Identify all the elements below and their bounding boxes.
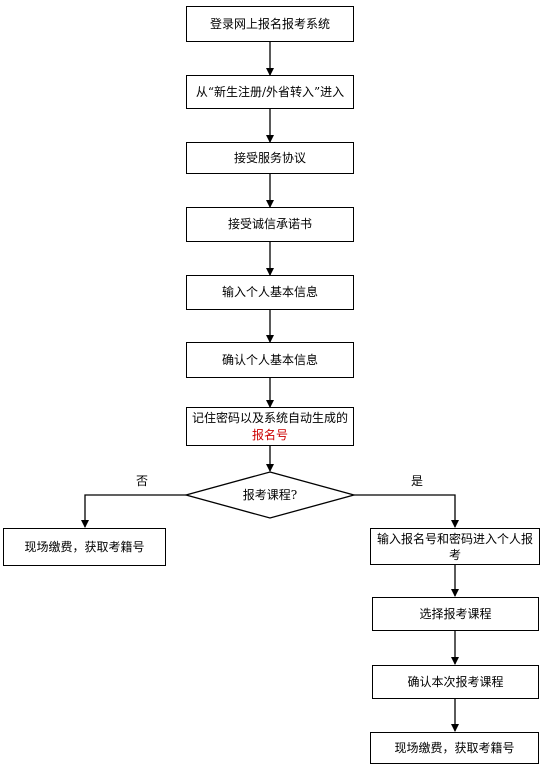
branch-label-no: 否 [136,474,149,488]
step-login: 登录网上报名报考系统 [186,6,354,42]
yes-branch-login-personal-exam-text: 输入报名号和密码进入个人报考 [376,531,533,562]
yes-branch-pay-onsite: 现场缴费，获取考籍号 [370,732,539,764]
yes-branch-confirm-courses: 确认本次报考课程 [372,665,539,699]
step-login-text: 登录网上报名报考系统 [209,16,330,31]
step-input-personal-info: 输入个人基本信息 [186,275,354,310]
step-remember-password: 记住密码以及系统自动生成的 报名号 [186,407,354,446]
no-branch-pay-onsite: 现场缴费，获取考籍号 [3,528,166,566]
yes-branch-confirm-courses-text: 确认本次报考课程 [407,674,504,689]
decision-diamond [183,471,357,519]
step-enter-registration-text: 从“新生注册/外省转入”进入 [195,84,345,99]
registration-number-highlight: 报名号 [251,427,288,442]
step-confirm-personal-info-text: 确认个人基本信息 [221,352,318,367]
yes-branch-select-courses: 选择报考课程 [372,597,539,631]
step-accept-integrity-pledge: 接受诚信承诺书 [186,207,354,242]
step-accept-integrity-pledge-text: 接受诚信承诺书 [227,217,312,231]
step-accept-service-agreement: 接受服务协议 [186,142,354,174]
step-accept-service-agreement-text: 接受服务协议 [233,150,306,165]
yes-branch-pay-onsite-text: 现场缴费，获取考籍号 [394,740,515,755]
arrow-yes-branch [354,494,459,528]
step-input-personal-info-text: 输入个人基本信息 [221,285,318,299]
no-branch-pay-onsite-text: 现场缴费，获取考籍号 [24,539,145,554]
arrow-no-branch [81,494,186,528]
step-confirm-personal-info: 确认个人基本信息 [186,342,354,378]
yes-branch-select-courses-text: 选择报考课程 [419,606,492,621]
branch-label-yes: 是 [411,474,424,488]
step-remember-password-text: 记住密码以及系统自动生成的 [191,410,348,425]
step-enter-registration: 从“新生注册/外省转入”进入 [186,75,354,109]
yes-branch-login-personal-exam: 输入报名号和密码进入个人报考 [370,528,540,565]
decision-question: 报考课程? [242,488,298,502]
